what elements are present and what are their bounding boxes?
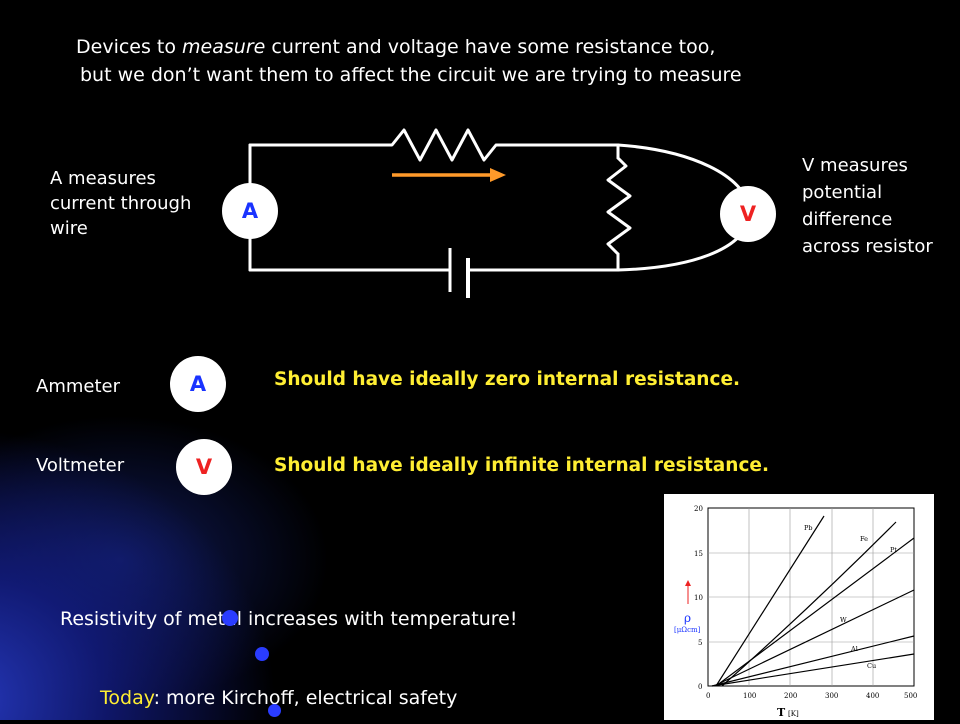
x-tick: 0 — [706, 692, 710, 700]
curve-label-al: Al — [850, 645, 858, 653]
y-tick: 10 — [694, 594, 703, 602]
resistivity-graph-svg: 20 15 10 5 0 0 100 200 300 400 500 T [K]… — [674, 505, 917, 719]
circuit-voltmeter: V — [720, 186, 776, 242]
x-axis-label: T — [777, 706, 786, 719]
vertical-resistor — [606, 156, 632, 256]
voltmeter-label: Voltmeter — [36, 455, 125, 476]
current-arrow-head — [490, 168, 506, 182]
ammeter-caption: A measures current through wire — [50, 168, 192, 239]
legend-voltmeter-icon: V — [176, 439, 232, 495]
curve-pb — [715, 515, 825, 687]
footer-line: Today: more Kirchoff, electrical safety — [100, 687, 458, 709]
curve-al — [711, 635, 915, 687]
y-axis-label: ρ — [684, 611, 691, 625]
curve-label-cu: Cu — [867, 662, 876, 670]
ammeter-label: Ammeter — [36, 376, 120, 397]
resistivity-note: Resistivity of metal increases with temp… — [60, 608, 518, 630]
x-tick: 100 — [743, 692, 756, 700]
header-line-2: but we don’t want them to affect the cir… — [80, 64, 742, 86]
decor-dot — [222, 610, 238, 626]
voltmeter-caption: V measures potential difference across r… — [802, 155, 933, 257]
curve-cu — [711, 653, 915, 687]
top-resistor — [376, 128, 508, 162]
x-tick: 500 — [904, 692, 917, 700]
decor-dot — [255, 647, 269, 661]
y-tick: 15 — [694, 550, 703, 558]
curve-label-fe: Fe — [860, 535, 868, 543]
y-tick: 20 — [694, 505, 703, 513]
header-line-1: Devices to measure current and voltage h… — [76, 36, 716, 58]
circuit-ammeter: A — [222, 183, 278, 239]
x-tick: 300 — [825, 692, 838, 700]
y-axis-arrow-head — [685, 580, 691, 586]
y-axis-unit: [μΩcm] — [674, 626, 701, 634]
x-tick: 400 — [866, 692, 879, 700]
curve-w — [713, 589, 915, 687]
curve-pt — [715, 537, 915, 687]
y-tick: 0 — [698, 683, 702, 691]
ammeter-ideal-text: Should have ideally zero internal resist… — [274, 369, 741, 390]
resistivity-graph: 20 15 10 5 0 0 100 200 300 400 500 T [K]… — [664, 494, 934, 720]
decor-dot — [268, 704, 281, 717]
x-axis-unit: [K] — [788, 710, 799, 718]
curve-label-pb: Pb — [804, 524, 813, 532]
x-tick: 200 — [784, 692, 797, 700]
y-tick: 5 — [698, 639, 702, 647]
curve-label-pt: Pt — [890, 546, 897, 554]
curve-fe — [721, 521, 897, 687]
voltmeter-ideal-text: Should have ideally infinite internal re… — [274, 455, 770, 476]
curve-label-w: W — [840, 616, 847, 624]
legend-ammeter-icon: A — [170, 356, 226, 412]
